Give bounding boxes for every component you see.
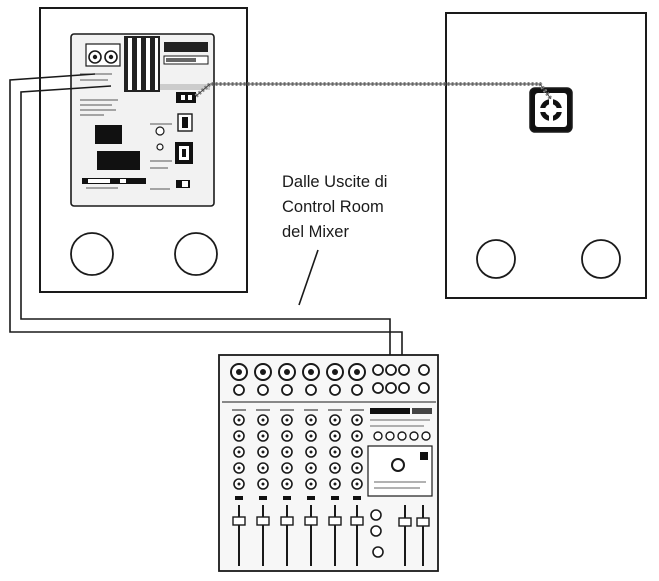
channel-fader-cap	[280, 516, 294, 526]
master-level-knob	[391, 458, 405, 472]
signal-cable-inner	[20, 85, 391, 380]
control-room-annotation: Dalle Uscite di Control Room del Mixer	[282, 170, 442, 245]
annotation-line-2: Control Room	[282, 198, 384, 216]
channel-strip	[232, 409, 246, 566]
left-cabinet-foot-left	[70, 232, 114, 276]
master-section	[367, 408, 433, 566]
channel-strips	[232, 409, 364, 566]
annotation-line-1: Dalle Uscite di	[282, 173, 388, 191]
control-room-output-jacks	[372, 364, 430, 394]
panel-brand-logo	[164, 42, 208, 52]
right-cabinet-foot-left	[476, 239, 516, 279]
channel-strip	[328, 409, 342, 566]
mixer-brand-logo	[370, 408, 410, 414]
left-speaker-cabinet	[39, 7, 248, 293]
heatsink	[124, 36, 160, 92]
left-cabinet-foot-right	[174, 232, 218, 276]
right-cabinet-foot-right	[581, 239, 621, 279]
channel-fader-cap	[256, 516, 270, 526]
channel-strip	[256, 409, 270, 566]
speakon-input-plate	[529, 87, 573, 133]
rear-amplifier-panel	[70, 33, 215, 207]
right-speaker-cabinet	[445, 12, 647, 299]
mixer	[218, 354, 439, 572]
channel-strip	[304, 409, 318, 566]
channel-fader-cap	[350, 516, 364, 526]
annotation-line-3: del Mixer	[282, 223, 349, 241]
channel-fader-cap	[232, 516, 246, 526]
master-faders	[398, 505, 430, 566]
annotation-pointer-line	[298, 249, 319, 306]
channel-strip	[350, 409, 364, 566]
speaker-output-terminal	[176, 92, 196, 103]
signal-cable-outer	[9, 73, 403, 382]
panel-display-block	[95, 125, 122, 144]
channel-fader-cap	[328, 516, 342, 526]
channel-fader-cap	[304, 516, 318, 526]
channel-strip	[280, 409, 294, 566]
